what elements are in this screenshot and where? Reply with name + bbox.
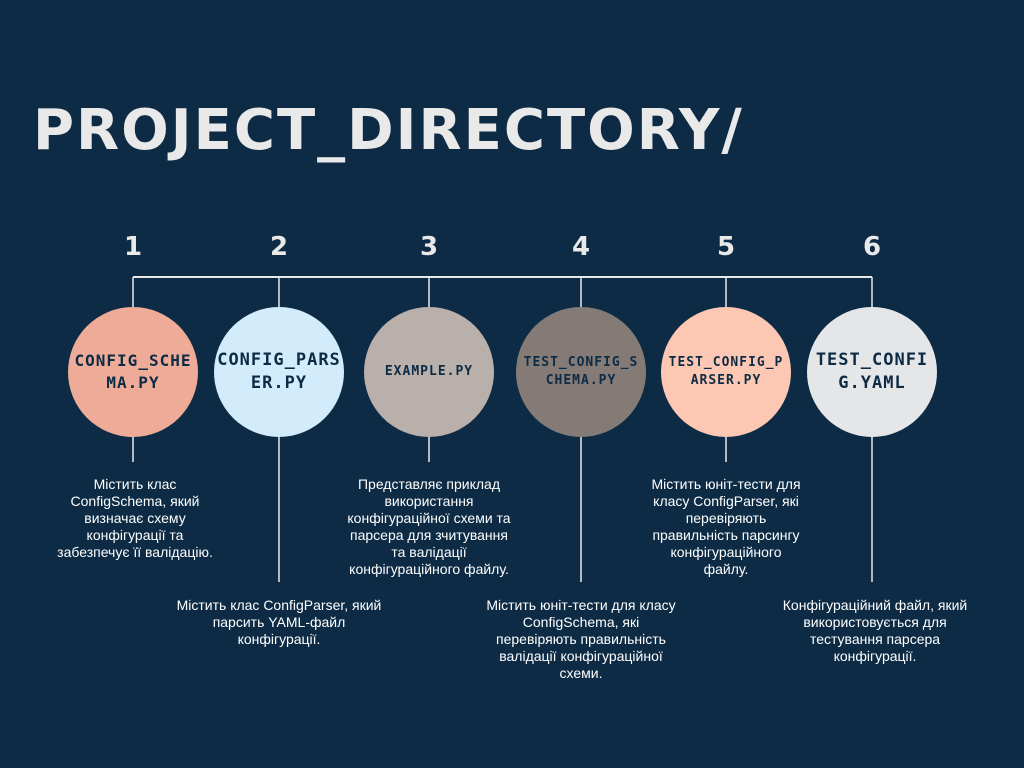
file-description-6: Конфігураційний файл, який використовуєт… bbox=[782, 597, 968, 664]
file-node-test-config-yaml: TEST_CONFIG.YAML bbox=[807, 307, 937, 437]
file-description-1: Містить клас ConfigSchema, який визначає… bbox=[57, 476, 213, 560]
file-name-label: CONFIG_PARSER.PY bbox=[217, 350, 341, 393]
file-node-config-schema: CONFIG_SCHEMA.PY bbox=[68, 307, 198, 437]
step-number-6: 6 bbox=[862, 232, 882, 262]
file-node-config-parser: CONFIG_PARSER.PY bbox=[214, 307, 344, 437]
step-number-1: 1 bbox=[123, 232, 143, 262]
step-number-4: 4 bbox=[571, 232, 591, 262]
file-description-2: Містить клас ConfigParser, який парсить … bbox=[176, 597, 382, 647]
file-description-3: Представляє приклад використання конфігу… bbox=[347, 476, 511, 577]
file-name-label: TEST_CONFIG_PARSER.PY bbox=[668, 355, 784, 388]
step-number-5: 5 bbox=[716, 232, 736, 262]
file-description-5: Містить юніт-тести для класу ConfigParse… bbox=[651, 476, 801, 577]
step-number-3: 3 bbox=[419, 232, 439, 262]
file-name-label: EXAMPLE.PY bbox=[384, 364, 474, 380]
file-name-label: TEST_CONFIG_SCHEMA.PY bbox=[523, 355, 639, 388]
file-node-test-config-schema: TEST_CONFIG_SCHEMA.PY bbox=[516, 307, 646, 437]
page-title: PROJECT_DIRECTORY/ bbox=[33, 98, 744, 163]
file-name-label: TEST_CONFIG.YAML bbox=[815, 350, 929, 393]
file-node-test-config-parser: TEST_CONFIG_PARSER.PY bbox=[661, 307, 791, 437]
step-number-2: 2 bbox=[269, 232, 289, 262]
file-description-4: Містить юніт-тести для класу ConfigSchem… bbox=[486, 597, 676, 681]
file-name-label: CONFIG_SCHEMA.PY bbox=[74, 351, 192, 392]
file-node-example: EXAMPLE.PY bbox=[364, 307, 494, 437]
